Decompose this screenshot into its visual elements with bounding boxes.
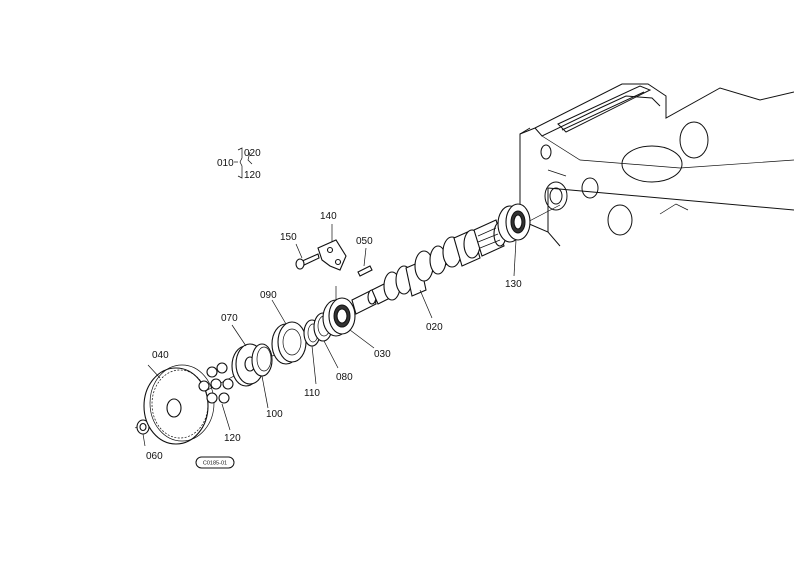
- callout-150: 150: [280, 232, 297, 243]
- callout-120: 120: [224, 433, 241, 444]
- part-130-bearing: [497, 203, 531, 243]
- callout-030: 030: [374, 349, 391, 360]
- part-090-seal: [271, 321, 307, 365]
- engine-housing: [519, 83, 794, 247]
- part-140-stopper: [317, 239, 347, 271]
- callout-090: 090: [260, 290, 277, 301]
- part-020-camshaft: [351, 219, 507, 315]
- callout-120-top: 120: [244, 170, 261, 181]
- part-040-gear: [143, 364, 215, 445]
- callout-070: 070: [221, 313, 238, 324]
- callout-140: 140: [320, 211, 337, 222]
- part-100-ring: [251, 343, 273, 377]
- callout-110: 110: [304, 388, 320, 399]
- part-030-bearing: [322, 297, 356, 337]
- assembly-bracket-010: [234, 147, 253, 179]
- part-060-snap-ring: [136, 419, 150, 435]
- callout-010: 010: [217, 158, 234, 169]
- callout-130: 130: [505, 279, 522, 290]
- callout-060: 060: [146, 451, 163, 462]
- part-120-balls: [198, 362, 234, 404]
- diagram-id-stamp: C0185-01: [195, 456, 235, 469]
- part-150-bolt: [295, 253, 320, 270]
- callout-040: 040: [152, 350, 169, 361]
- callout-020: 020: [426, 322, 443, 333]
- diagram-id-text: C0185-01: [203, 461, 227, 467]
- callout-080: 080: [336, 372, 353, 383]
- callout-100: 100: [266, 409, 283, 420]
- callout-020-top: 020: [244, 148, 261, 159]
- part-050-key: [357, 265, 373, 277]
- callout-050: 050: [356, 236, 373, 247]
- leader-lines: [142, 224, 517, 447]
